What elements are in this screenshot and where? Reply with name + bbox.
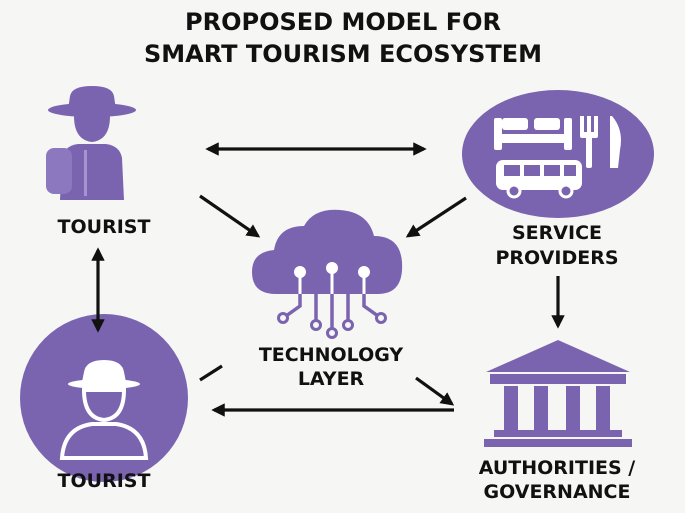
arrow-tourist-to-technology: [199, 194, 261, 238]
authorities-label-line-1: AUTHORITIES /: [479, 457, 636, 479]
title-line-2: SMART TOURISM ECOSYSTEM: [144, 40, 542, 68]
technology-layer-label-line-1: TECHNOLOGY: [259, 344, 404, 366]
tourist-avatar-icon: [20, 314, 188, 482]
title-line-1: PROPOSED MODEL FOR: [185, 8, 501, 36]
government-building-icon: [484, 340, 632, 447]
tourist-hat-backpack-icon: [46, 86, 136, 200]
cloud-circuit-icon: [252, 209, 403, 339]
connector-technology-tourist: [199, 364, 223, 382]
bed-bus-cutlery-icon: [462, 90, 654, 218]
authorities-label-line-2: GOVERNANCE: [484, 481, 631, 503]
tourist-bottom-label: TOURIST: [58, 470, 151, 492]
service-providers-label-line-2: PROVIDERS: [495, 247, 618, 269]
technology-layer-label-line-2: LAYER: [298, 368, 365, 390]
service-providers-label-line-1: SERVICE: [512, 222, 602, 244]
arrow-technology-to-authorities: [415, 376, 455, 406]
tourist-top-label: TOURIST: [58, 216, 151, 238]
arrow-service-to-technology: [405, 196, 467, 238]
